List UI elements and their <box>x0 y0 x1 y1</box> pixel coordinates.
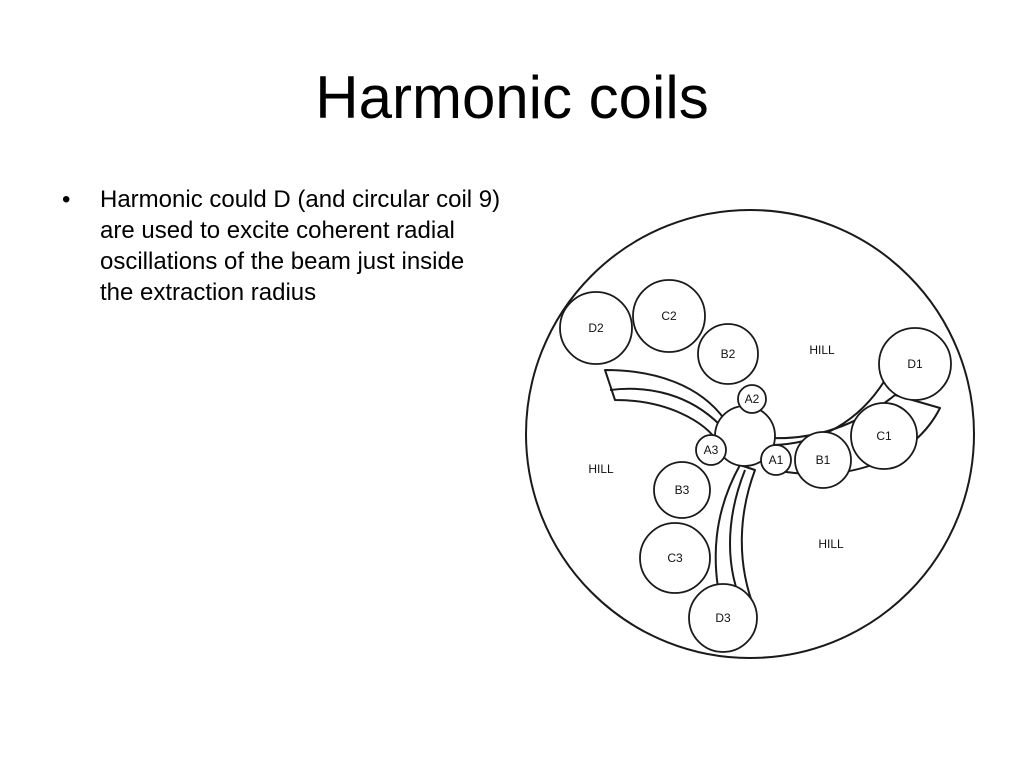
hill-label-left: HILL <box>588 462 614 476</box>
coil-label-d3: D3 <box>715 611 731 625</box>
bullet-item: • Harmonic could D (and circular coil 9)… <box>62 184 502 308</box>
coil-b3: B3 <box>653 461 711 519</box>
coil-d2: D2 <box>559 291 633 365</box>
bullet-symbol: • <box>62 186 71 213</box>
coil-c2: C2 <box>632 279 706 353</box>
spiral-guide-2 <box>609 387 721 426</box>
coil-label-d2: D2 <box>588 321 604 335</box>
coil-c1: C1 <box>850 402 918 470</box>
pole-sector-2 <box>604 369 726 446</box>
coil-b1: B1 <box>794 431 852 489</box>
coil-d3: D3 <box>688 583 758 653</box>
hill-label-bottom: HILL <box>818 537 844 551</box>
coil-label-b2: B2 <box>721 347 736 361</box>
coil-label-c3: C3 <box>667 551 683 565</box>
coil-c3: C3 <box>639 522 711 594</box>
bullet-text: Harmonic could D (and circular coil 9) a… <box>100 186 501 306</box>
coil-d1: D1 <box>878 327 952 401</box>
hill-label-top: HILL <box>809 343 835 357</box>
spiral-guide-1 <box>769 379 886 446</box>
coil-label-c1: C1 <box>876 429 892 443</box>
coil-label-a3: A3 <box>704 443 719 457</box>
coil-a1: A1 <box>760 444 792 476</box>
slide-title: Harmonic coils <box>315 64 709 131</box>
coil-label-a2: A2 <box>745 392 760 406</box>
coil-label-a1: A1 <box>769 453 784 467</box>
coil-a3: A3 <box>695 434 727 466</box>
coil-label-b1: B1 <box>816 453 831 467</box>
coil-label-d1: D1 <box>907 357 923 371</box>
coil-label-c2: C2 <box>661 309 677 323</box>
bullet-list: • Harmonic could D (and circular coil 9)… <box>62 184 502 308</box>
coil-label-b3: B3 <box>675 483 690 497</box>
coil-a2: A2 <box>737 384 767 414</box>
coil-b2: B2 <box>697 323 759 385</box>
magnet-outline <box>525 209 975 659</box>
